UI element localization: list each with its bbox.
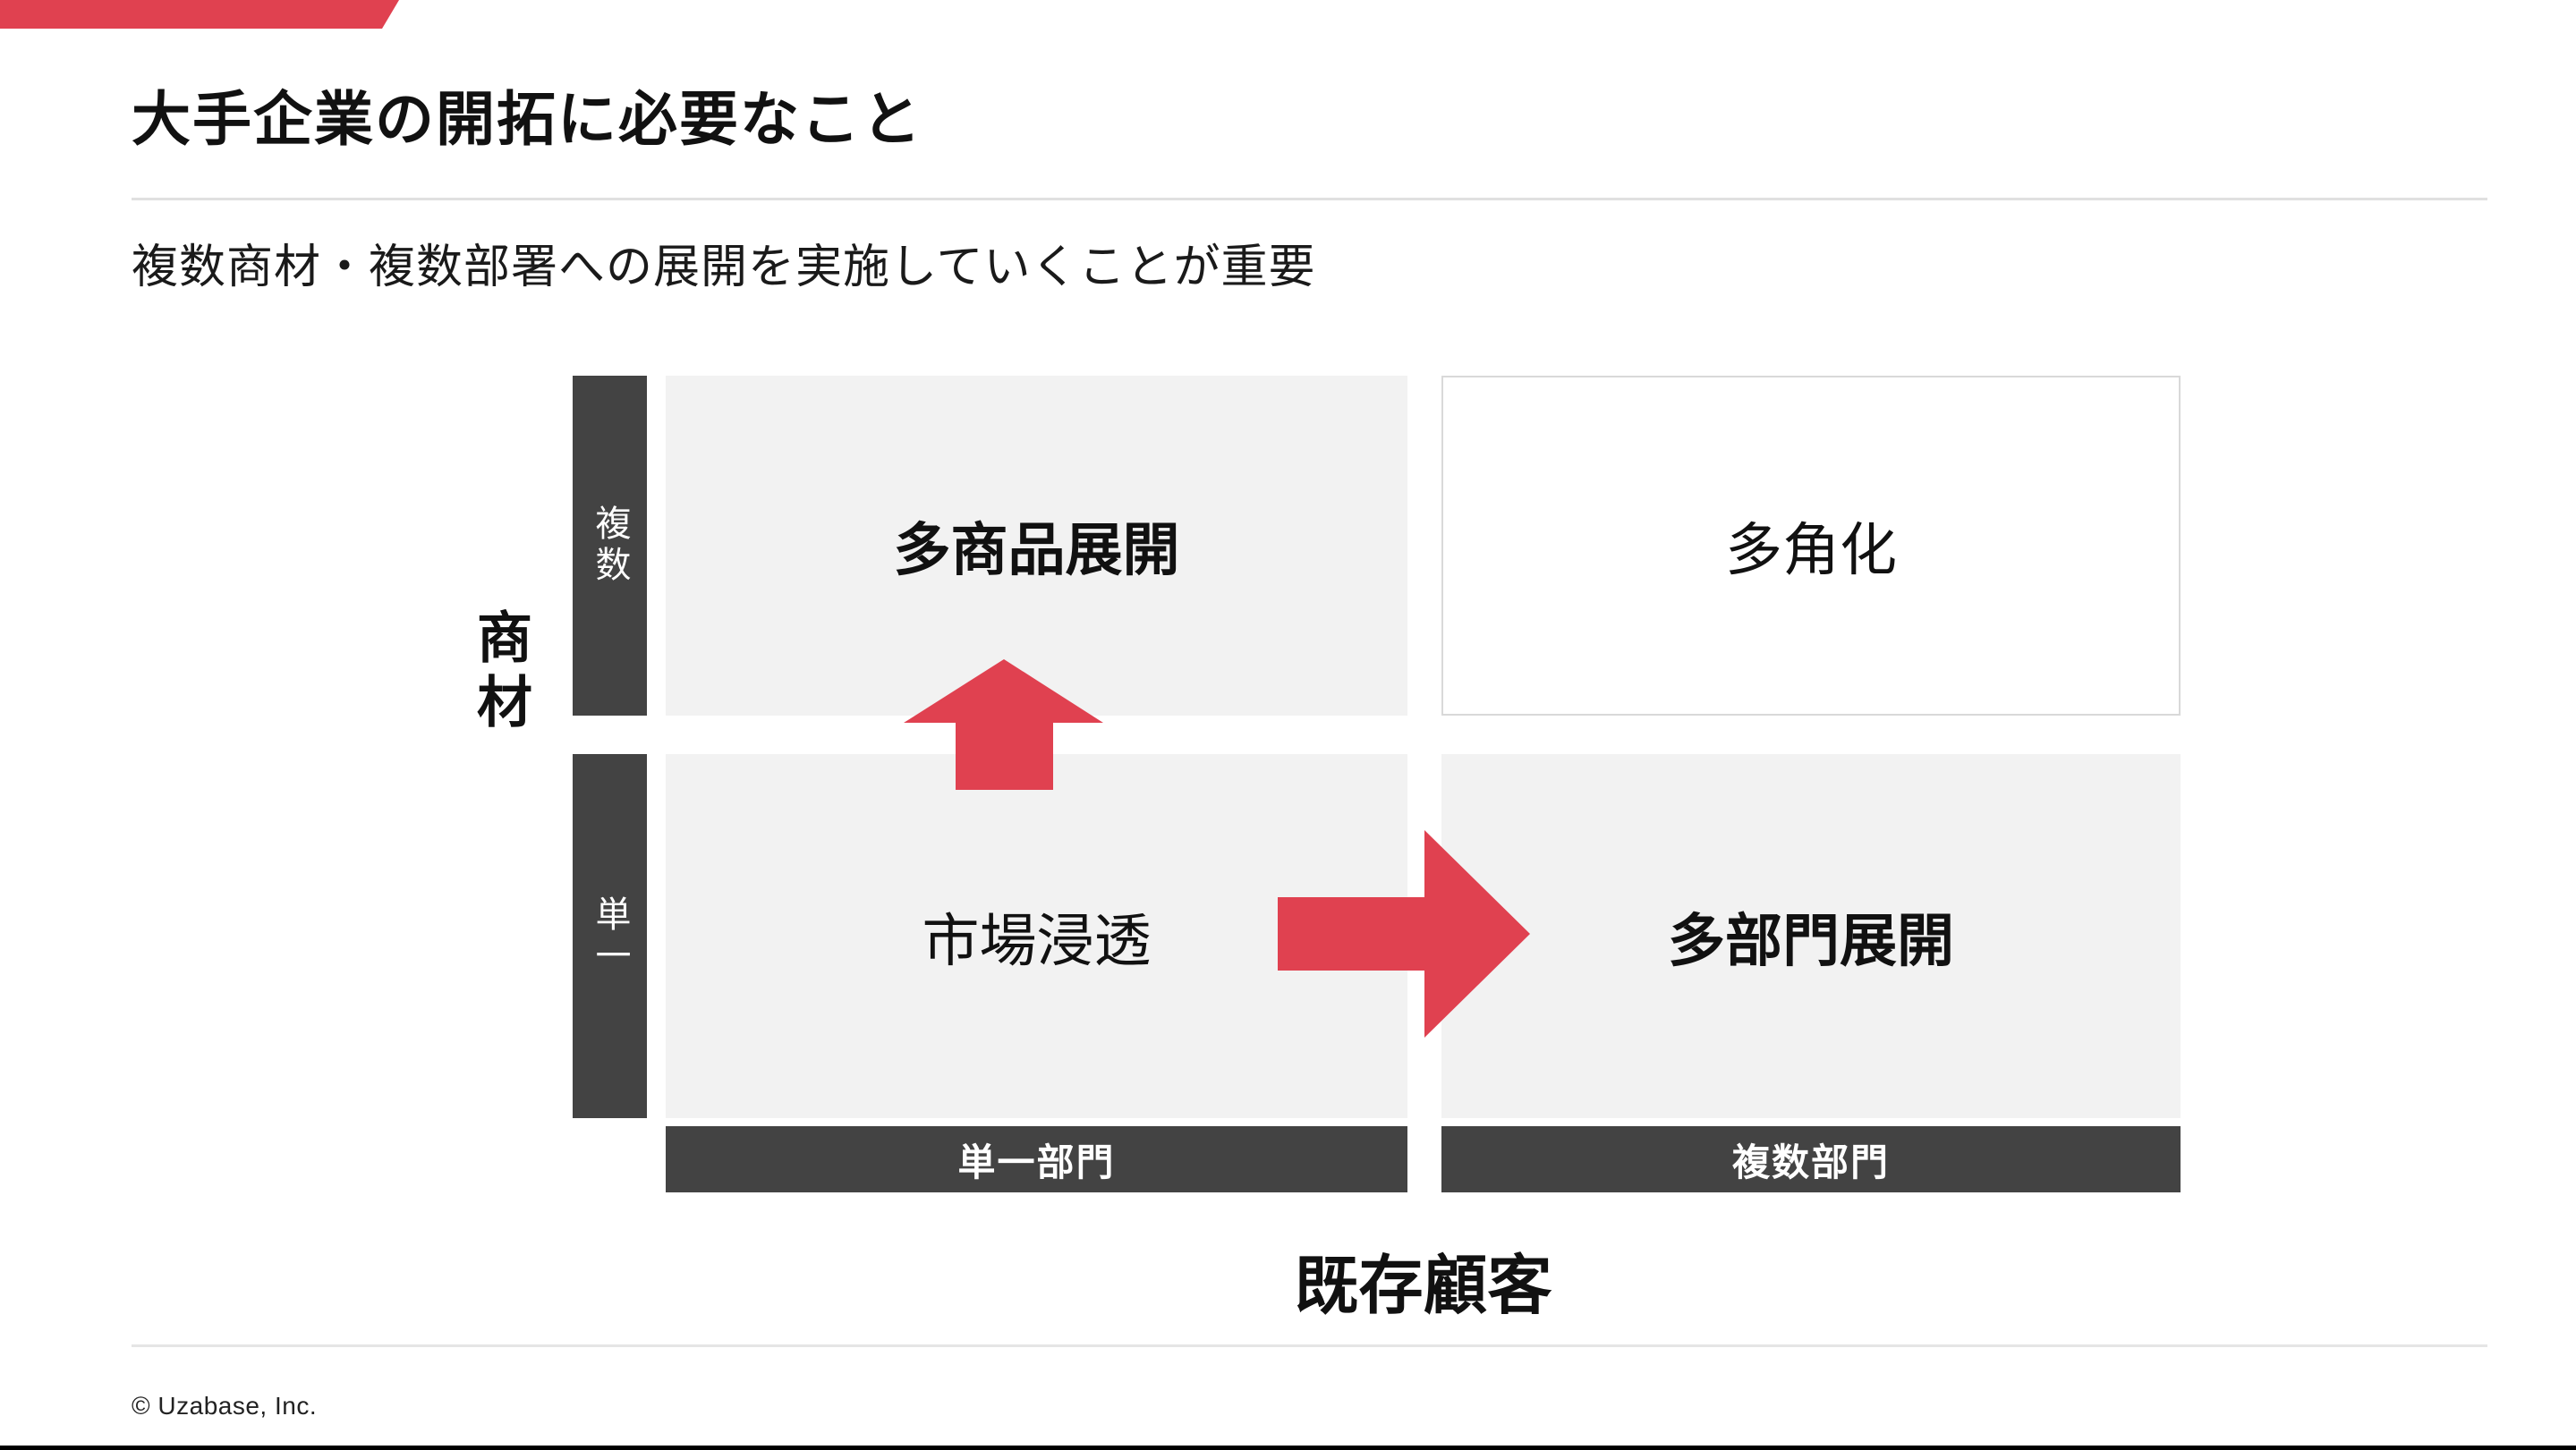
right-arrow-icon (1278, 830, 1530, 1038)
x-axis-title: 既存顧客 (1294, 1251, 1552, 1322)
slide-bottom-edge (0, 1446, 2576, 1450)
x-axis-label-multi-dept: 複数部門 (1731, 1140, 1890, 1183)
header-divider (132, 198, 2487, 200)
page-title: 大手企業の開拓に必要なこと (132, 86, 922, 152)
y-axis-title: 商材 (468, 608, 530, 737)
quadrant-top-left-label: 多商品展開 (893, 518, 1180, 582)
y-axis-label-multiple: 複数 (590, 505, 630, 587)
y-axis-label-single: 単一 (590, 895, 630, 978)
footer-copyright: © Uzabase, Inc. (132, 1392, 318, 1420)
corner-accent-flag (0, 0, 399, 29)
quadrant-top-left: 多商品展開 (666, 376, 1407, 716)
up-arrow-icon (904, 659, 1103, 790)
quadrant-bottom-right-label: 多部門展開 (1668, 908, 1954, 973)
page-subtitle: 複数商材・複数部署への展開を実施していくことが重要 (132, 242, 1316, 293)
y-axis-bar-multiple: 複数 (573, 376, 647, 716)
footer-divider (132, 1344, 2487, 1347)
quadrant-bottom-right: 多部門展開 (1441, 754, 2181, 1118)
quadrant-top-right-label: 多角化 (1725, 518, 1897, 582)
x-axis-bar-single-dept: 単一部門 (666, 1126, 1407, 1192)
quadrant-top-right: 多角化 (1441, 376, 2181, 716)
quadrant-bottom-left-label: 市場浸透 (922, 908, 1152, 973)
y-axis-bar-single: 単一 (573, 754, 647, 1118)
x-axis-bar-multi-dept: 複数部門 (1441, 1126, 2181, 1192)
x-axis-label-single-dept: 単一部門 (957, 1140, 1116, 1183)
